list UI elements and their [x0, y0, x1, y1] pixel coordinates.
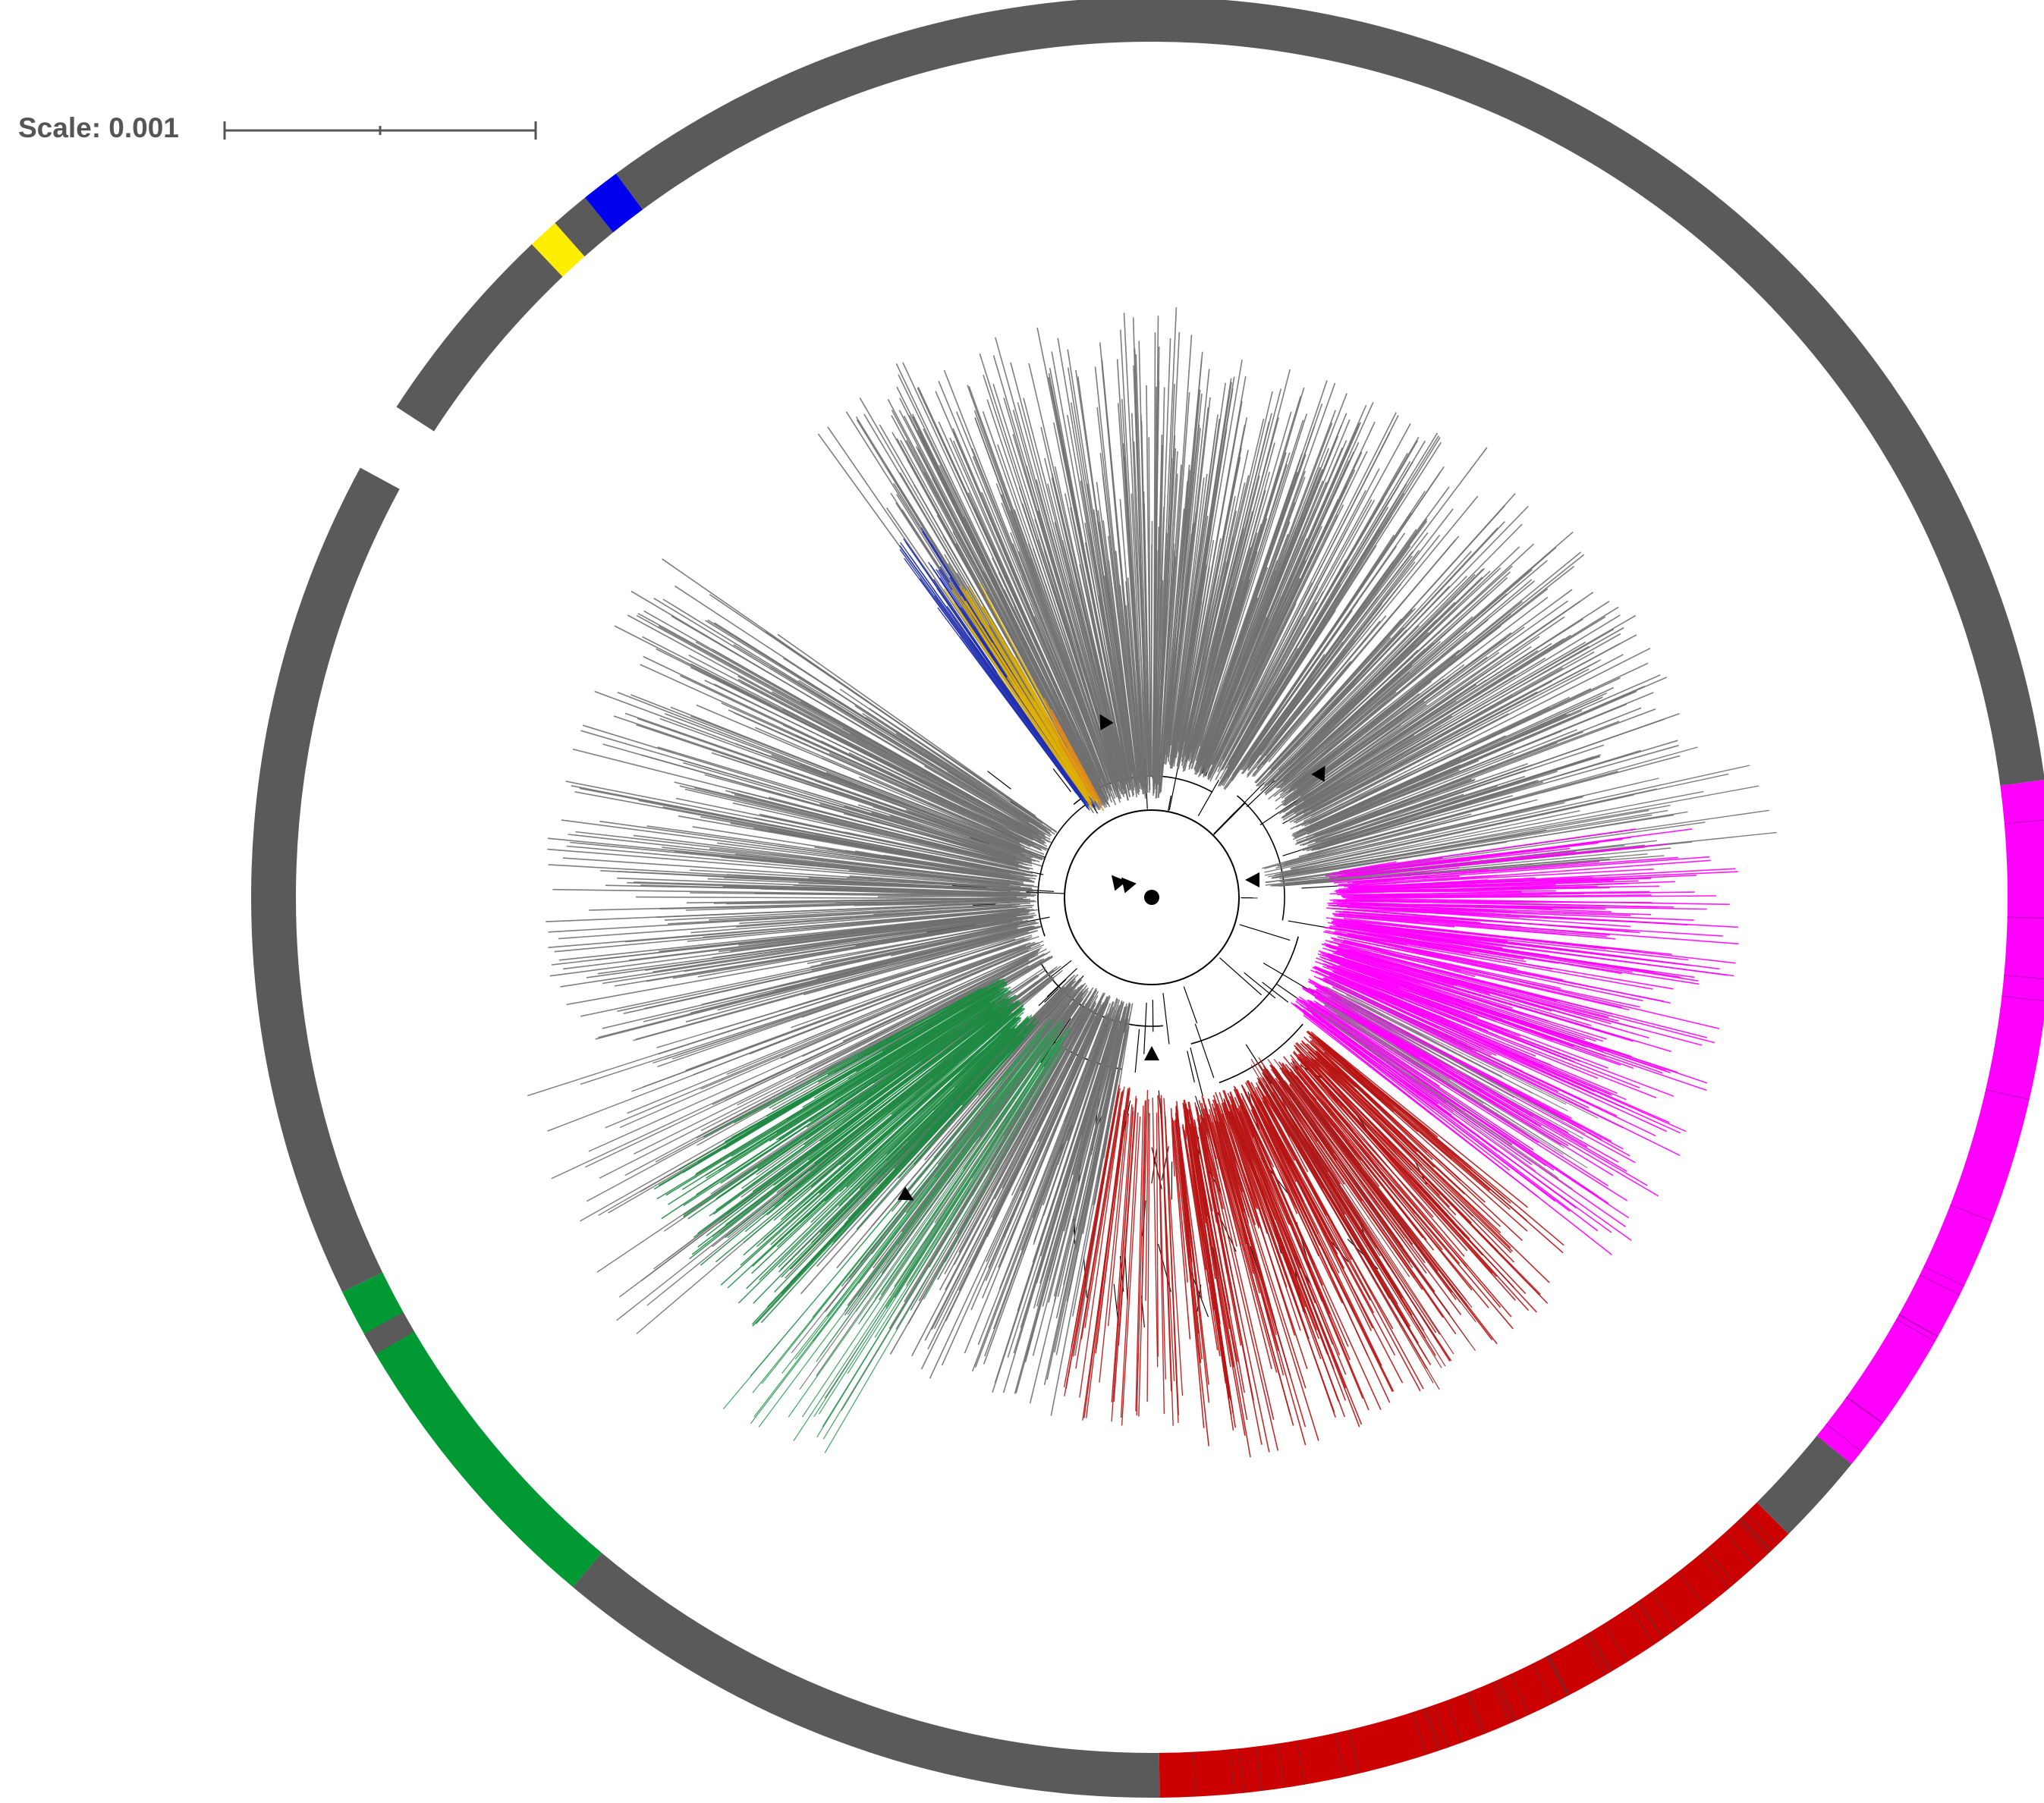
backbone-branch	[1163, 993, 1169, 1044]
backbone-branch	[1263, 963, 1314, 993]
ring-segment-grey	[251, 468, 400, 1293]
node-triangle-marker	[1245, 872, 1259, 887]
backbone-branch	[1240, 925, 1291, 941]
ring-segment-grey	[396, 244, 562, 432]
backbone-branch	[1214, 812, 1235, 834]
root-circle-marker	[1144, 890, 1159, 905]
backbone-branch	[1213, 803, 1245, 836]
scale-bar	[225, 121, 536, 140]
backbone-branch	[1184, 987, 1197, 1023]
backbone-branch	[1144, 1003, 1146, 1054]
backbone-branch	[1187, 1051, 1195, 1082]
tree-branches	[527, 307, 1776, 1457]
ring-segment-red	[1159, 1503, 1788, 1798]
ring-segment-grey	[573, 1553, 1159, 1798]
ring-segment-magenta	[1817, 780, 2044, 1464]
ring-segment-green	[342, 1272, 602, 1587]
scale-label: Scale: 0.001	[18, 114, 179, 142]
backbone-branch	[1195, 1024, 1213, 1078]
ring-segment-grey	[616, 99, 756, 209]
branch-red	[1086, 1110, 1124, 1418]
backbone-branch	[1198, 780, 1219, 816]
node-triangle-marker	[1144, 1046, 1159, 1060]
backbone-branch	[1244, 972, 1275, 998]
backbone-arc	[1237, 796, 1285, 920]
backbone-branch	[1135, 1029, 1139, 1073]
backbone-arc	[1191, 937, 1298, 1044]
backbone-branch	[1219, 958, 1261, 995]
